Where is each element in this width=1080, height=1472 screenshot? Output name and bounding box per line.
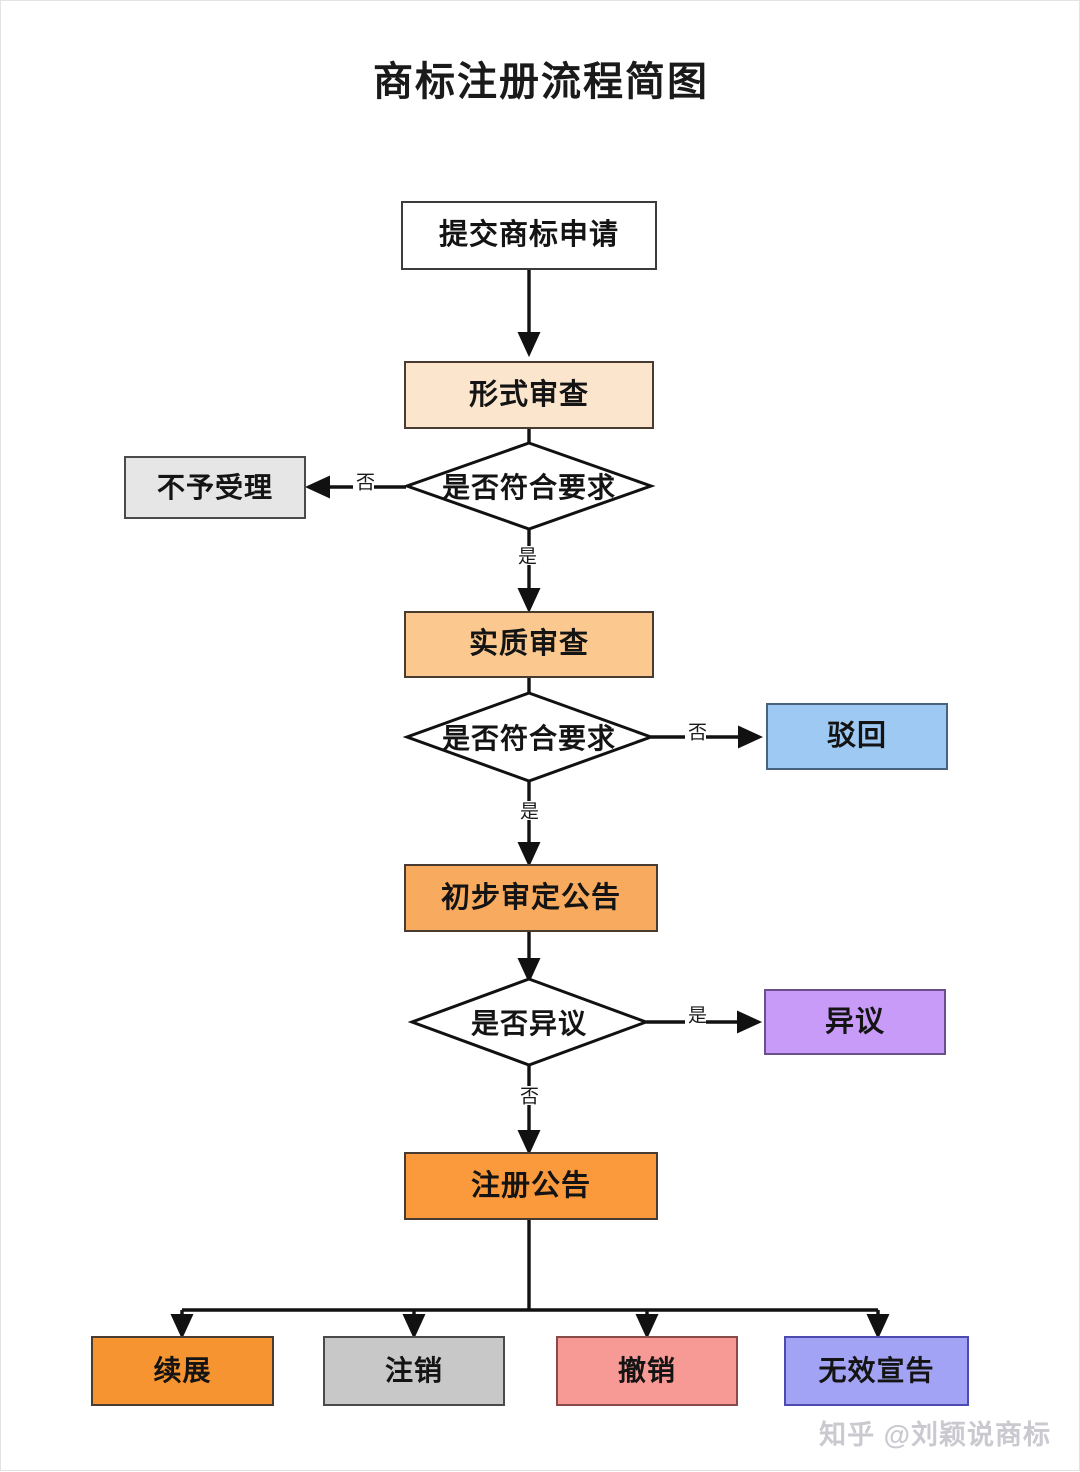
node-registration-notice-label: 注册公告 bbox=[470, 1169, 591, 1202]
edge-label-opposition-no: 否 bbox=[517, 1086, 538, 1105]
node-cancellation[interactable]: 注销 bbox=[323, 1336, 505, 1406]
node-invalidation-label: 无效宣告 bbox=[818, 1355, 935, 1386]
edge-label-opposition-yes: 是 bbox=[685, 1005, 706, 1024]
watermark: 知乎 @刘颖说商标 bbox=[819, 1420, 1051, 1450]
edge-label-substantive-no: 否 bbox=[685, 722, 706, 741]
node-invalidation[interactable]: 无效宣告 bbox=[784, 1336, 969, 1406]
node-substantive-examination-label: 实质审查 bbox=[468, 628, 589, 660]
node-renewal-label: 续展 bbox=[153, 1355, 212, 1386]
decision-formal-check-label: 是否符合要求 bbox=[441, 472, 616, 503]
node-opposition-label: 异议 bbox=[824, 1005, 885, 1038]
node-preliminary-approval-notice[interactable]: 初步审定公告 bbox=[404, 864, 658, 932]
decision-formal-check[interactable]: 是否符合要求 bbox=[407, 443, 651, 529]
node-formal-examination-label: 形式审查 bbox=[468, 378, 589, 411]
node-preliminary-approval-notice-label: 初步审定公告 bbox=[440, 881, 621, 914]
node-not-accepted-label: 不予受理 bbox=[156, 471, 273, 503]
node-opposition[interactable]: 异议 bbox=[764, 989, 946, 1055]
node-registration-notice[interactable]: 注册公告 bbox=[404, 1152, 658, 1220]
node-submit-application[interactable]: 提交商标申请 bbox=[401, 201, 657, 270]
edge-label-formal-no: 否 bbox=[353, 472, 374, 491]
decision-substantive-check-label: 是否符合要求 bbox=[441, 723, 616, 754]
node-not-accepted[interactable]: 不予受理 bbox=[124, 456, 306, 519]
node-substantive-examination[interactable]: 实质审查 bbox=[404, 611, 654, 678]
node-rejected[interactable]: 驳回 bbox=[766, 703, 948, 770]
node-cancellation-label: 注销 bbox=[384, 1355, 443, 1386]
node-revocation-label: 撤销 bbox=[617, 1355, 676, 1386]
decision-opposition-check-label: 是否异议 bbox=[470, 1008, 587, 1039]
page-title: 商标注册流程简图 bbox=[373, 60, 709, 104]
edge-label-substantive-yes: 是 bbox=[517, 801, 538, 820]
node-formal-examination[interactable]: 形式审查 bbox=[404, 361, 654, 429]
node-renewal[interactable]: 续展 bbox=[91, 1336, 274, 1406]
decision-substantive-check[interactable]: 是否符合要求 bbox=[407, 693, 651, 781]
node-rejected-label: 驳回 bbox=[826, 720, 887, 752]
node-revocation[interactable]: 撤销 bbox=[556, 1336, 738, 1406]
node-submit-application-label: 提交商标申请 bbox=[438, 219, 619, 251]
edge-label-formal-yes: 是 bbox=[515, 546, 536, 565]
decision-opposition-check[interactable]: 是否异议 bbox=[412, 979, 646, 1065]
